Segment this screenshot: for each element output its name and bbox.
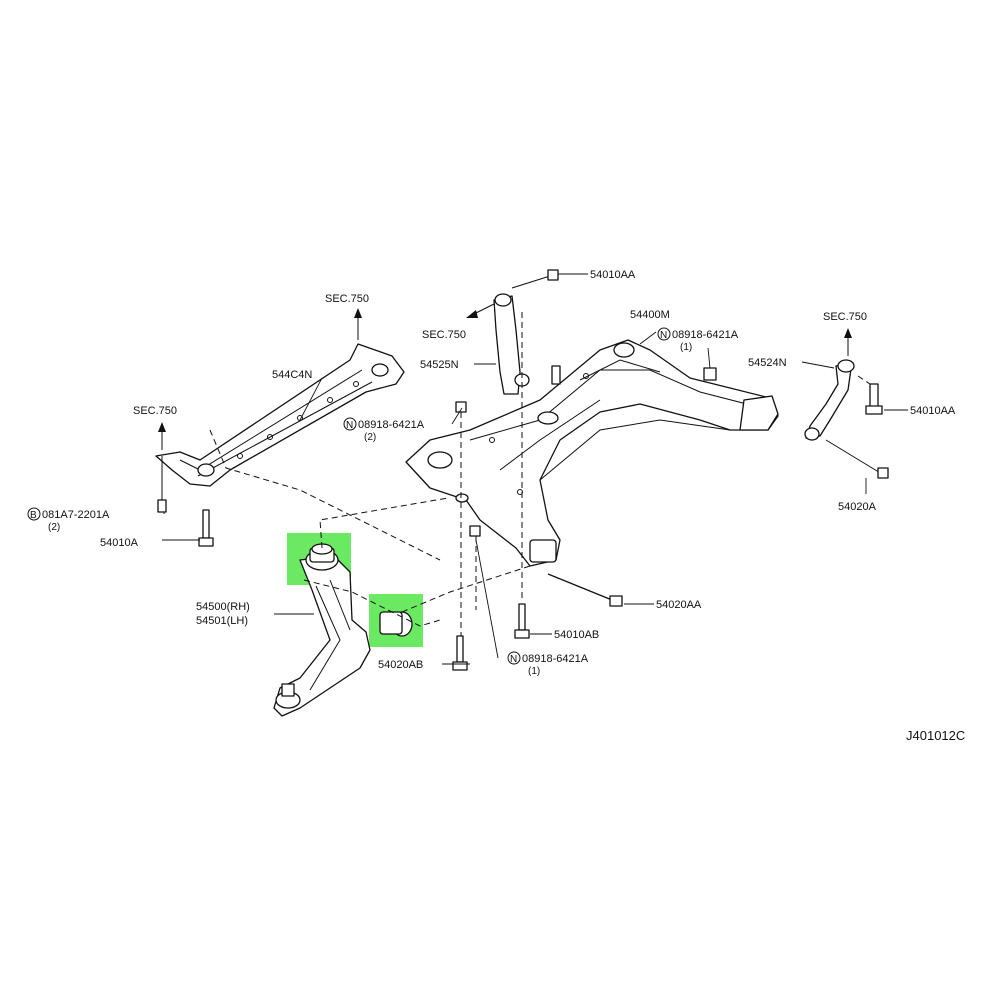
- svg-text:081A7-2201A: 081A7-2201A: [42, 509, 110, 521]
- svg-text:N: N: [510, 654, 517, 665]
- lower-control-arm: [273, 543, 413, 717]
- svg-text:(2): (2): [364, 432, 376, 443]
- leader-lines: [162, 273, 908, 665]
- label-sec750-left-upper[interactable]: SEC.750: [325, 293, 369, 305]
- direction-arrows: [158, 303, 852, 450]
- svg-text:B: B: [30, 510, 37, 521]
- svg-text:08918-6421A: 08918-6421A: [358, 419, 425, 431]
- nut-08918-6421A-top: [703, 367, 717, 381]
- label-54501-lh[interactable]: 54501(LH): [196, 615, 248, 627]
- bracket-54525N: [493, 269, 559, 395]
- bolt-54020AB: [452, 635, 468, 671]
- svg-text:08918-6421A: 08918-6421A: [522, 653, 589, 665]
- svg-text:N: N: [346, 420, 353, 431]
- label-54010A[interactable]: 54010A: [100, 537, 139, 549]
- cross-member-544C4N: [155, 343, 405, 487]
- bolt-54010AB: [514, 603, 530, 639]
- label-sec750-top-center[interactable]: SEC.750: [422, 329, 466, 341]
- svg-text:(2): (2): [48, 522, 60, 533]
- nut-08918-6421A-bottom: [469, 525, 481, 537]
- label-54524N[interactable]: 54524N: [748, 357, 787, 369]
- link-54524N: [804, 359, 889, 479]
- nut-08918-6421A-left: [455, 401, 467, 413]
- callout-nut-n3[interactable]: N 08918-6421A (1): [507, 651, 589, 677]
- callout-bolt-b1[interactable]: B 081A7-2201A (2): [27, 507, 110, 533]
- label-544C4N[interactable]: 544C4N: [272, 369, 312, 381]
- assembly-lines: [161, 312, 871, 636]
- svg-text:08918-6421A: 08918-6421A: [672, 329, 739, 341]
- label-54020A[interactable]: 54020A: [838, 501, 877, 513]
- label-54525N[interactable]: 54525N: [420, 359, 459, 371]
- svg-text:(1): (1): [528, 666, 540, 677]
- label-sec750-right[interactable]: SEC.750: [823, 311, 867, 323]
- label-54500-rh[interactable]: 54500(RH): [196, 601, 250, 613]
- label-54010AA-top[interactable]: 54010AA: [590, 269, 636, 281]
- label-54020AB[interactable]: 54020AB: [378, 659, 423, 671]
- callout-nut-n2[interactable]: N 08918-6421A (2): [343, 417, 425, 443]
- callout-nut-n1[interactable]: N 08918-6421A (1): [657, 327, 739, 353]
- bolt-54010AA-right: [865, 383, 883, 415]
- label-54020AA[interactable]: 54020AA: [656, 599, 702, 611]
- diagram-code: J401012C: [906, 728, 965, 743]
- label-54400M[interactable]: 54400M: [630, 309, 670, 321]
- subframe-54400M: [405, 339, 779, 567]
- label-54010AA-right[interactable]: 54010AA: [910, 405, 956, 417]
- svg-text:N: N: [660, 330, 667, 341]
- svg-text:(1): (1): [680, 342, 692, 353]
- bolt-54020AA: [547, 573, 623, 607]
- label-54010AB[interactable]: 54010AB: [554, 629, 599, 641]
- label-sec750-left-lower[interactable]: SEC.750: [133, 405, 177, 417]
